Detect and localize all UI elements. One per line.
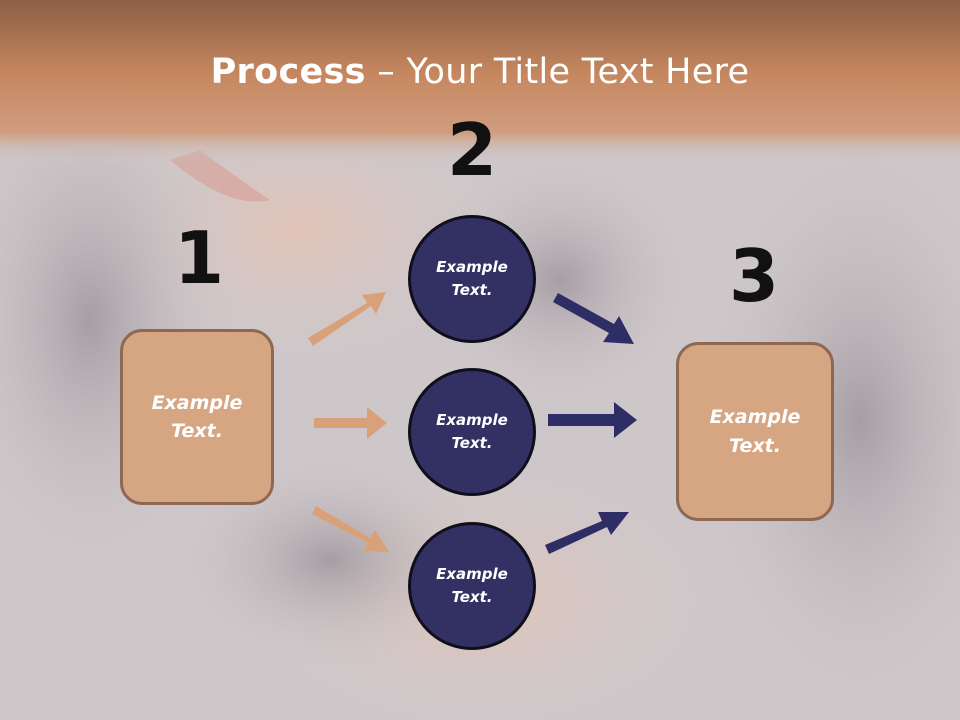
arrow-left-middle-icon <box>314 407 387 439</box>
step-number-3: 3 <box>728 234 780 318</box>
title-rest: – Your Title Text Here <box>365 52 750 92</box>
step-3-text: Example Text. <box>709 406 801 457</box>
step-number-2: 2 <box>446 108 498 192</box>
arrow-right-up-icon <box>545 512 629 554</box>
circle-bottom-text: Example Text. <box>436 564 508 606</box>
title-bold: Process <box>210 52 366 92</box>
step-1-text: Example Text. <box>151 391 243 443</box>
step-1-box: Example Text. <box>120 329 274 505</box>
step-2-circle-top: Example Text. <box>408 215 536 343</box>
arrow-left-down-icon <box>312 506 389 552</box>
arrow-left-up-icon <box>308 292 386 346</box>
circle-top-text: Example Text. <box>436 257 508 299</box>
step-3-box: Example Text. <box>676 342 834 521</box>
slide-title: Process – Your Title Text Here <box>0 52 960 92</box>
arrow-right-middle-icon <box>548 402 637 438</box>
circle-middle-text: Example Text. <box>436 410 508 452</box>
step-2-circle-middle: Example Text. <box>408 368 536 496</box>
arrow-right-down-icon <box>553 293 634 344</box>
step-2-circle-bottom: Example Text. <box>408 522 536 650</box>
step-number-1: 1 <box>173 216 225 300</box>
